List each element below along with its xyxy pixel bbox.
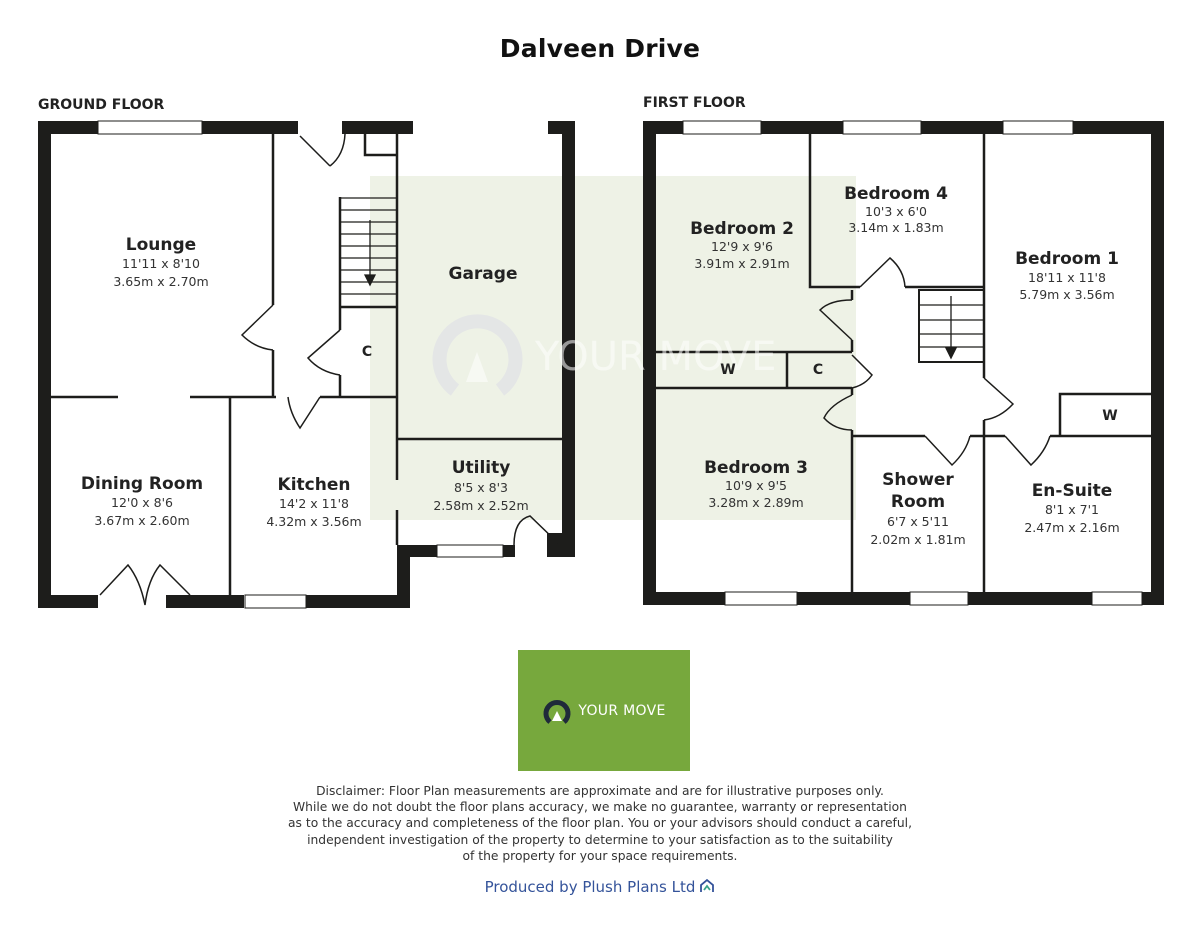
room-dim-lounge-imperial: 11'11 x 8'10 [122, 256, 200, 271]
room-dim-lounge-metric: 3.65m x 2.70m [113, 274, 208, 289]
logo-text: YOUR MOVE [578, 702, 666, 719]
page-title: Dalveen Drive [499, 34, 701, 63]
room-name-dining: Dining Room [81, 474, 203, 494]
room-name-shower-line1: Shower [882, 470, 954, 490]
room-dim-dining-metric: 3.67m x 2.60m [94, 513, 189, 528]
ground-floor-inner-walls [51, 134, 562, 595]
disclaimer-line: Disclaimer: Floor Plan measurements are … [316, 784, 884, 798]
disclaimer-line: independent investigation of the propert… [307, 832, 893, 847]
room-dim-bedroom3-imperial: 10'9 x 9'5 [725, 478, 787, 493]
room-dim-ensuite-metric: 2.47m x 2.16m [1024, 520, 1119, 535]
room-dim-shower-metric: 2.02m x 1.81m [870, 532, 965, 547]
your-move-logo: YOUR MOVE [518, 650, 690, 771]
watermark-logo: YOUR MOVE [432, 314, 776, 396]
room-dim-bedroom2-metric: 3.91m x 2.91m [694, 256, 789, 271]
room-name-bedroom3: Bedroom 3 [704, 458, 808, 478]
room-dim-bedroom1-imperial: 18'11 x 11'8 [1028, 270, 1106, 285]
room-dim-ensuite-imperial: 8'1 x 7'1 [1045, 502, 1099, 517]
room-name-shower-line2: Room [891, 492, 945, 512]
first-floor-label: FIRST FLOOR [643, 95, 746, 111]
watermark-text: YOUR MOVE [534, 334, 776, 380]
room-name-bedroom2: Bedroom 2 [690, 219, 794, 239]
floor-plan-drawing: YOUR MOVE Lounge 11'11 x 8'10 3.65m x 2.… [38, 120, 1164, 609]
your-move-logo-icon [543, 699, 571, 724]
plush-plans-house-icon [700, 878, 715, 892]
produced-by-text: Produced by Plush Plans Ltd [484, 878, 696, 896]
room-dim-shower-imperial: 6'7 x 5'11 [887, 514, 949, 529]
wardrobe-tag-bedroom1: W [1102, 408, 1117, 424]
disclaimer-line: of the property for your space requireme… [462, 848, 738, 863]
room-dim-utility-metric: 2.58m x 2.52m [433, 498, 528, 513]
ground-floor-stairs [338, 197, 397, 307]
room-name-bedroom1: Bedroom 1 [1015, 249, 1119, 269]
room-name-utility: Utility [452, 458, 511, 478]
room-dim-bedroom2-imperial: 12'9 x 9'6 [711, 239, 773, 254]
room-dim-dining-imperial: 12'0 x 8'6 [111, 495, 173, 510]
first-floor-doors [818, 256, 1051, 467]
first-floor-stairs [918, 289, 985, 363]
room-dim-bedroom3-metric: 3.28m x 2.89m [708, 495, 803, 510]
first-floor-windows [682, 120, 1143, 606]
cupboard-tag-ground: C [362, 344, 372, 360]
room-dim-bedroom1-metric: 5.79m x 3.56m [1019, 287, 1114, 302]
room-name-ensuite: En-Suite [1032, 481, 1113, 501]
ground-floor-label: GROUND FLOOR [38, 97, 165, 113]
room-name-kitchen: Kitchen [278, 475, 351, 495]
disclaimer-line: as to the accuracy and completeness of t… [288, 816, 912, 831]
room-dim-bedroom4-imperial: 10'3 x 6'0 [865, 204, 927, 219]
disclaimer: Disclaimer: Floor Plan measurements are … [280, 783, 920, 864]
ground-floor-doors [99, 133, 559, 606]
watermark-tint [370, 176, 856, 520]
disclaimer-line: While we do not doubt the floor plans ac… [293, 800, 907, 815]
room-dim-utility-imperial: 8'5 x 8'3 [454, 480, 508, 495]
room-name-bedroom4: Bedroom 4 [844, 184, 948, 204]
room-dim-kitchen-metric: 4.32m x 3.56m [266, 514, 361, 529]
ground-floor-windows [97, 120, 504, 609]
room-name-lounge: Lounge [126, 235, 196, 255]
room-name-garage: Garage [449, 264, 518, 284]
wardrobe-tag: W [720, 362, 735, 378]
room-dim-kitchen-imperial: 14'2 x 11'8 [279, 496, 349, 511]
room-dim-bedroom4-metric: 3.14m x 1.83m [848, 220, 943, 235]
cupboard-tag-first: C [813, 362, 823, 378]
produced-by-credit: Produced by Plush Plans Ltd [0, 878, 1200, 896]
